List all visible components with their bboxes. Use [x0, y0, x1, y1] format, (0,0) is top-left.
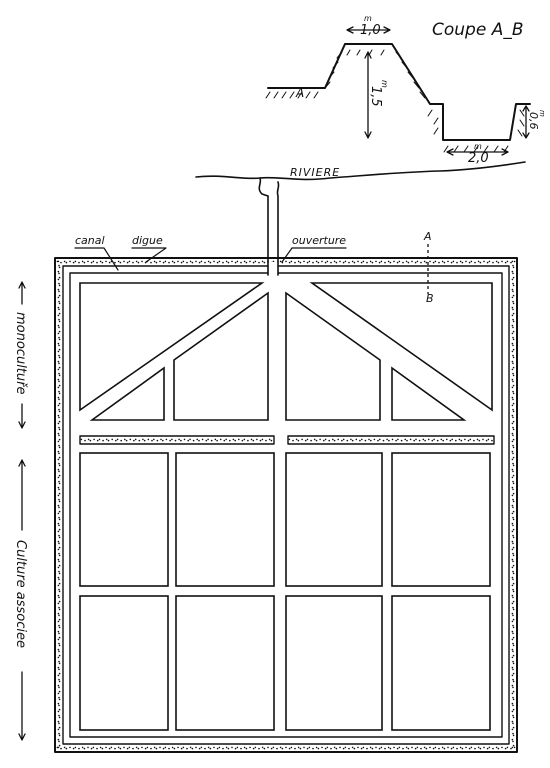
plot-lower-5: [79, 595, 169, 731]
dim-height-unit: m: [380, 80, 389, 88]
digue-label: digue: [132, 234, 163, 247]
dim-top-unit: m: [364, 14, 372, 23]
dim-top-arrow: [346, 26, 391, 34]
canal-label: canal: [75, 234, 105, 247]
intake-canal: [267, 181, 280, 263]
culture-associee-label: Culture associee: [13, 540, 28, 648]
plot-upper-mid-right: [285, 291, 381, 421]
dim-bottom-arrow: [446, 148, 509, 156]
dim-bottom-label: 2,0: [468, 151, 489, 166]
river-branch: [258, 177, 269, 197]
plot-lower-4: [391, 452, 491, 587]
dim-height-arrow: [364, 51, 372, 139]
culture-arrow-bottom: [18, 671, 26, 741]
river: RIVIERE: [195, 161, 526, 197]
outer-dike: [54, 257, 518, 753]
plot-upper-mid-left: [173, 291, 269, 421]
central-dike: [79, 435, 495, 445]
canal-outer-edge: [62, 265, 510, 745]
ouverture-label: ouverture: [292, 234, 346, 247]
marker-b: B: [426, 292, 434, 305]
side-labels: monocultuře Culture associee: [13, 281, 28, 741]
dim-depth-unit: m: [538, 110, 546, 117]
dim-top-label: 1,0: [360, 23, 381, 38]
canal-inner-edge: [69, 272, 503, 738]
dim-bottom-unit: m: [474, 142, 482, 151]
plot-lower-2: [175, 452, 275, 587]
plot-lower-6: [175, 595, 275, 731]
callouts: canal digue ouverture A B: [74, 230, 434, 305]
section-profile: [267, 43, 531, 141]
marker-a: A: [423, 230, 432, 243]
plot-upper-left-triangle: [89, 366, 165, 421]
section-point-a: A: [295, 86, 304, 100]
dim-depth-label: 0,6: [527, 112, 540, 130]
cross-section: 1,0 m 1,5 m 2,0 m 0,6 m A Coupe A_B: [265, 14, 546, 166]
lower-plots: [79, 452, 491, 731]
upper-plots: [79, 282, 493, 421]
monoculture-label: monocultuře: [13, 312, 28, 395]
plot-upper-right: [309, 282, 493, 412]
plot-lower-1: [79, 452, 169, 587]
dim-height-label: 1,5: [368, 86, 383, 107]
river-line: [195, 161, 526, 181]
monoculture-arrow-bottom: [18, 403, 26, 429]
section-hatching: [265, 49, 525, 153]
plot-lower-3: [285, 452, 383, 587]
plot-upper-right-triangle: [391, 366, 467, 421]
river-label: RIVIERE: [290, 166, 340, 179]
plot-lower-7: [285, 595, 383, 731]
plot-lower-8: [391, 595, 491, 731]
outer-dike-outline: [54, 257, 518, 753]
plot-upper-left: [79, 282, 265, 412]
monoculture-arrow-top: [18, 281, 26, 305]
culture-arrow-top: [18, 459, 26, 531]
dike-stipple: [56, 260, 516, 750]
section-title: Coupe A_B: [432, 20, 524, 40]
dim-depth-arrow: [522, 105, 530, 139]
